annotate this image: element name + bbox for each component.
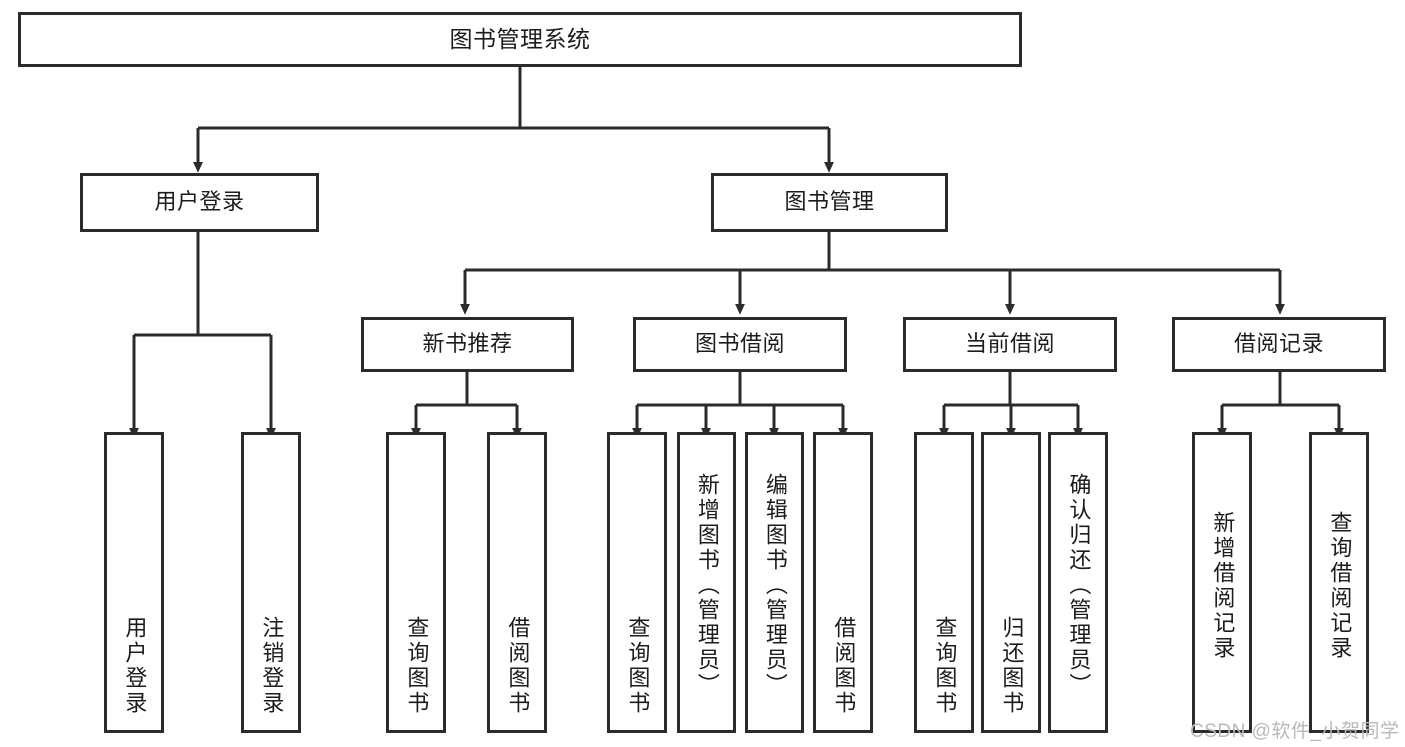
- node-leaf-query-book-3-label: 查询图书: [932, 616, 958, 716]
- node-leaf-borrow-book-2[interactable]: 借阅图书: [813, 432, 873, 733]
- node-leaf-user-login[interactable]: 用户登录: [104, 432, 164, 733]
- node-leaf-add-borrow-record[interactable]: 新增借阅记录: [1192, 432, 1252, 733]
- node-leaf-query-book-1-label: 查询图书: [404, 616, 430, 716]
- node-current-borrow[interactable]: 当前借阅: [903, 317, 1117, 372]
- node-leaf-borrow-book-1[interactable]: 借阅图书: [487, 432, 547, 733]
- node-leaf-query-book-2-label: 查询图书: [625, 616, 651, 716]
- node-leaf-return-book[interactable]: 归还图书: [981, 432, 1041, 733]
- node-root-label: 图书管理系统: [449, 25, 591, 52]
- node-leaf-add-book-label: 新增图书（管理员）: [694, 473, 720, 698]
- node-book-manage[interactable]: 图书管理: [711, 173, 948, 232]
- node-leaf-query-borrow-record[interactable]: 查询借阅记录: [1309, 432, 1369, 733]
- node-leaf-add-book[interactable]: 新增图书（管理员）: [677, 432, 736, 733]
- node-leaf-confirm-return-label: 确认归还（管理员）: [1066, 473, 1092, 698]
- node-root[interactable]: 图书管理系统: [18, 12, 1022, 67]
- node-leaf-borrow-book-2-label: 借阅图书: [831, 616, 857, 716]
- node-leaf-query-book-2[interactable]: 查询图书: [607, 432, 667, 733]
- node-leaf-edit-book-label: 编辑图书（管理员）: [762, 473, 788, 698]
- node-current-borrow-label: 当前借阅: [964, 331, 1055, 357]
- node-leaf-confirm-return[interactable]: 确认归还（管理员）: [1048, 432, 1108, 733]
- node-leaf-borrow-book-1-label: 借阅图书: [505, 616, 531, 716]
- node-leaf-query-book-1[interactable]: 查询图书: [386, 432, 446, 733]
- node-book-borrow[interactable]: 图书借阅: [633, 317, 847, 372]
- node-leaf-return-book-label: 归还图书: [999, 616, 1025, 716]
- node-book-manage-label: 图书管理: [784, 189, 875, 215]
- node-leaf-logout-login[interactable]: 注销登录: [241, 432, 301, 733]
- node-leaf-logout-login-label: 注销登录: [259, 616, 285, 716]
- node-new-book-recommend-label: 新书推荐: [422, 331, 513, 357]
- node-user-login[interactable]: 用户登录: [80, 173, 319, 232]
- node-leaf-query-borrow-record-label: 查询借阅记录: [1327, 510, 1353, 661]
- node-leaf-user-login-label: 用户登录: [122, 616, 148, 716]
- node-borrow-record-label: 借阅记录: [1233, 331, 1324, 357]
- node-leaf-edit-book[interactable]: 编辑图书（管理员）: [745, 432, 804, 733]
- node-book-borrow-label: 图书借阅: [694, 331, 785, 357]
- node-leaf-query-book-3[interactable]: 查询图书: [914, 432, 974, 733]
- node-borrow-record[interactable]: 借阅记录: [1172, 317, 1386, 372]
- csdn-watermark: CSDN @软件_小贺同学: [1190, 721, 1400, 742]
- node-user-login-label: 用户登录: [154, 189, 245, 215]
- node-leaf-add-borrow-record-label: 新增借阅记录: [1210, 510, 1236, 661]
- node-new-book-recommend[interactable]: 新书推荐: [361, 317, 574, 372]
